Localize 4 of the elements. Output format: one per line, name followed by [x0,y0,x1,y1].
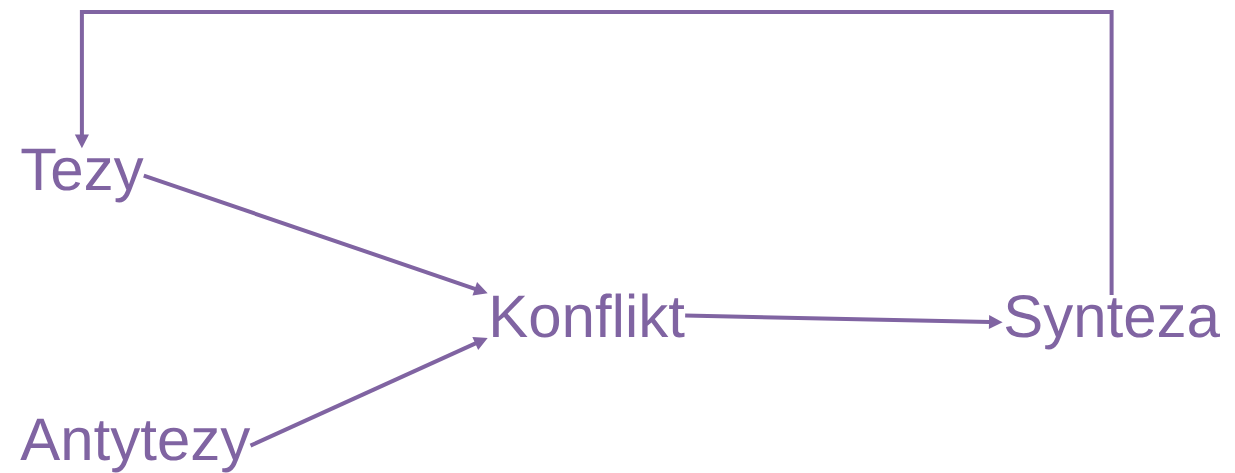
node-label: Synteza [1005,295,1220,350]
node-label: Konflikt [493,293,685,338]
node-label: Tezy [21,148,144,203]
node-label: Antytezy [20,418,251,473]
